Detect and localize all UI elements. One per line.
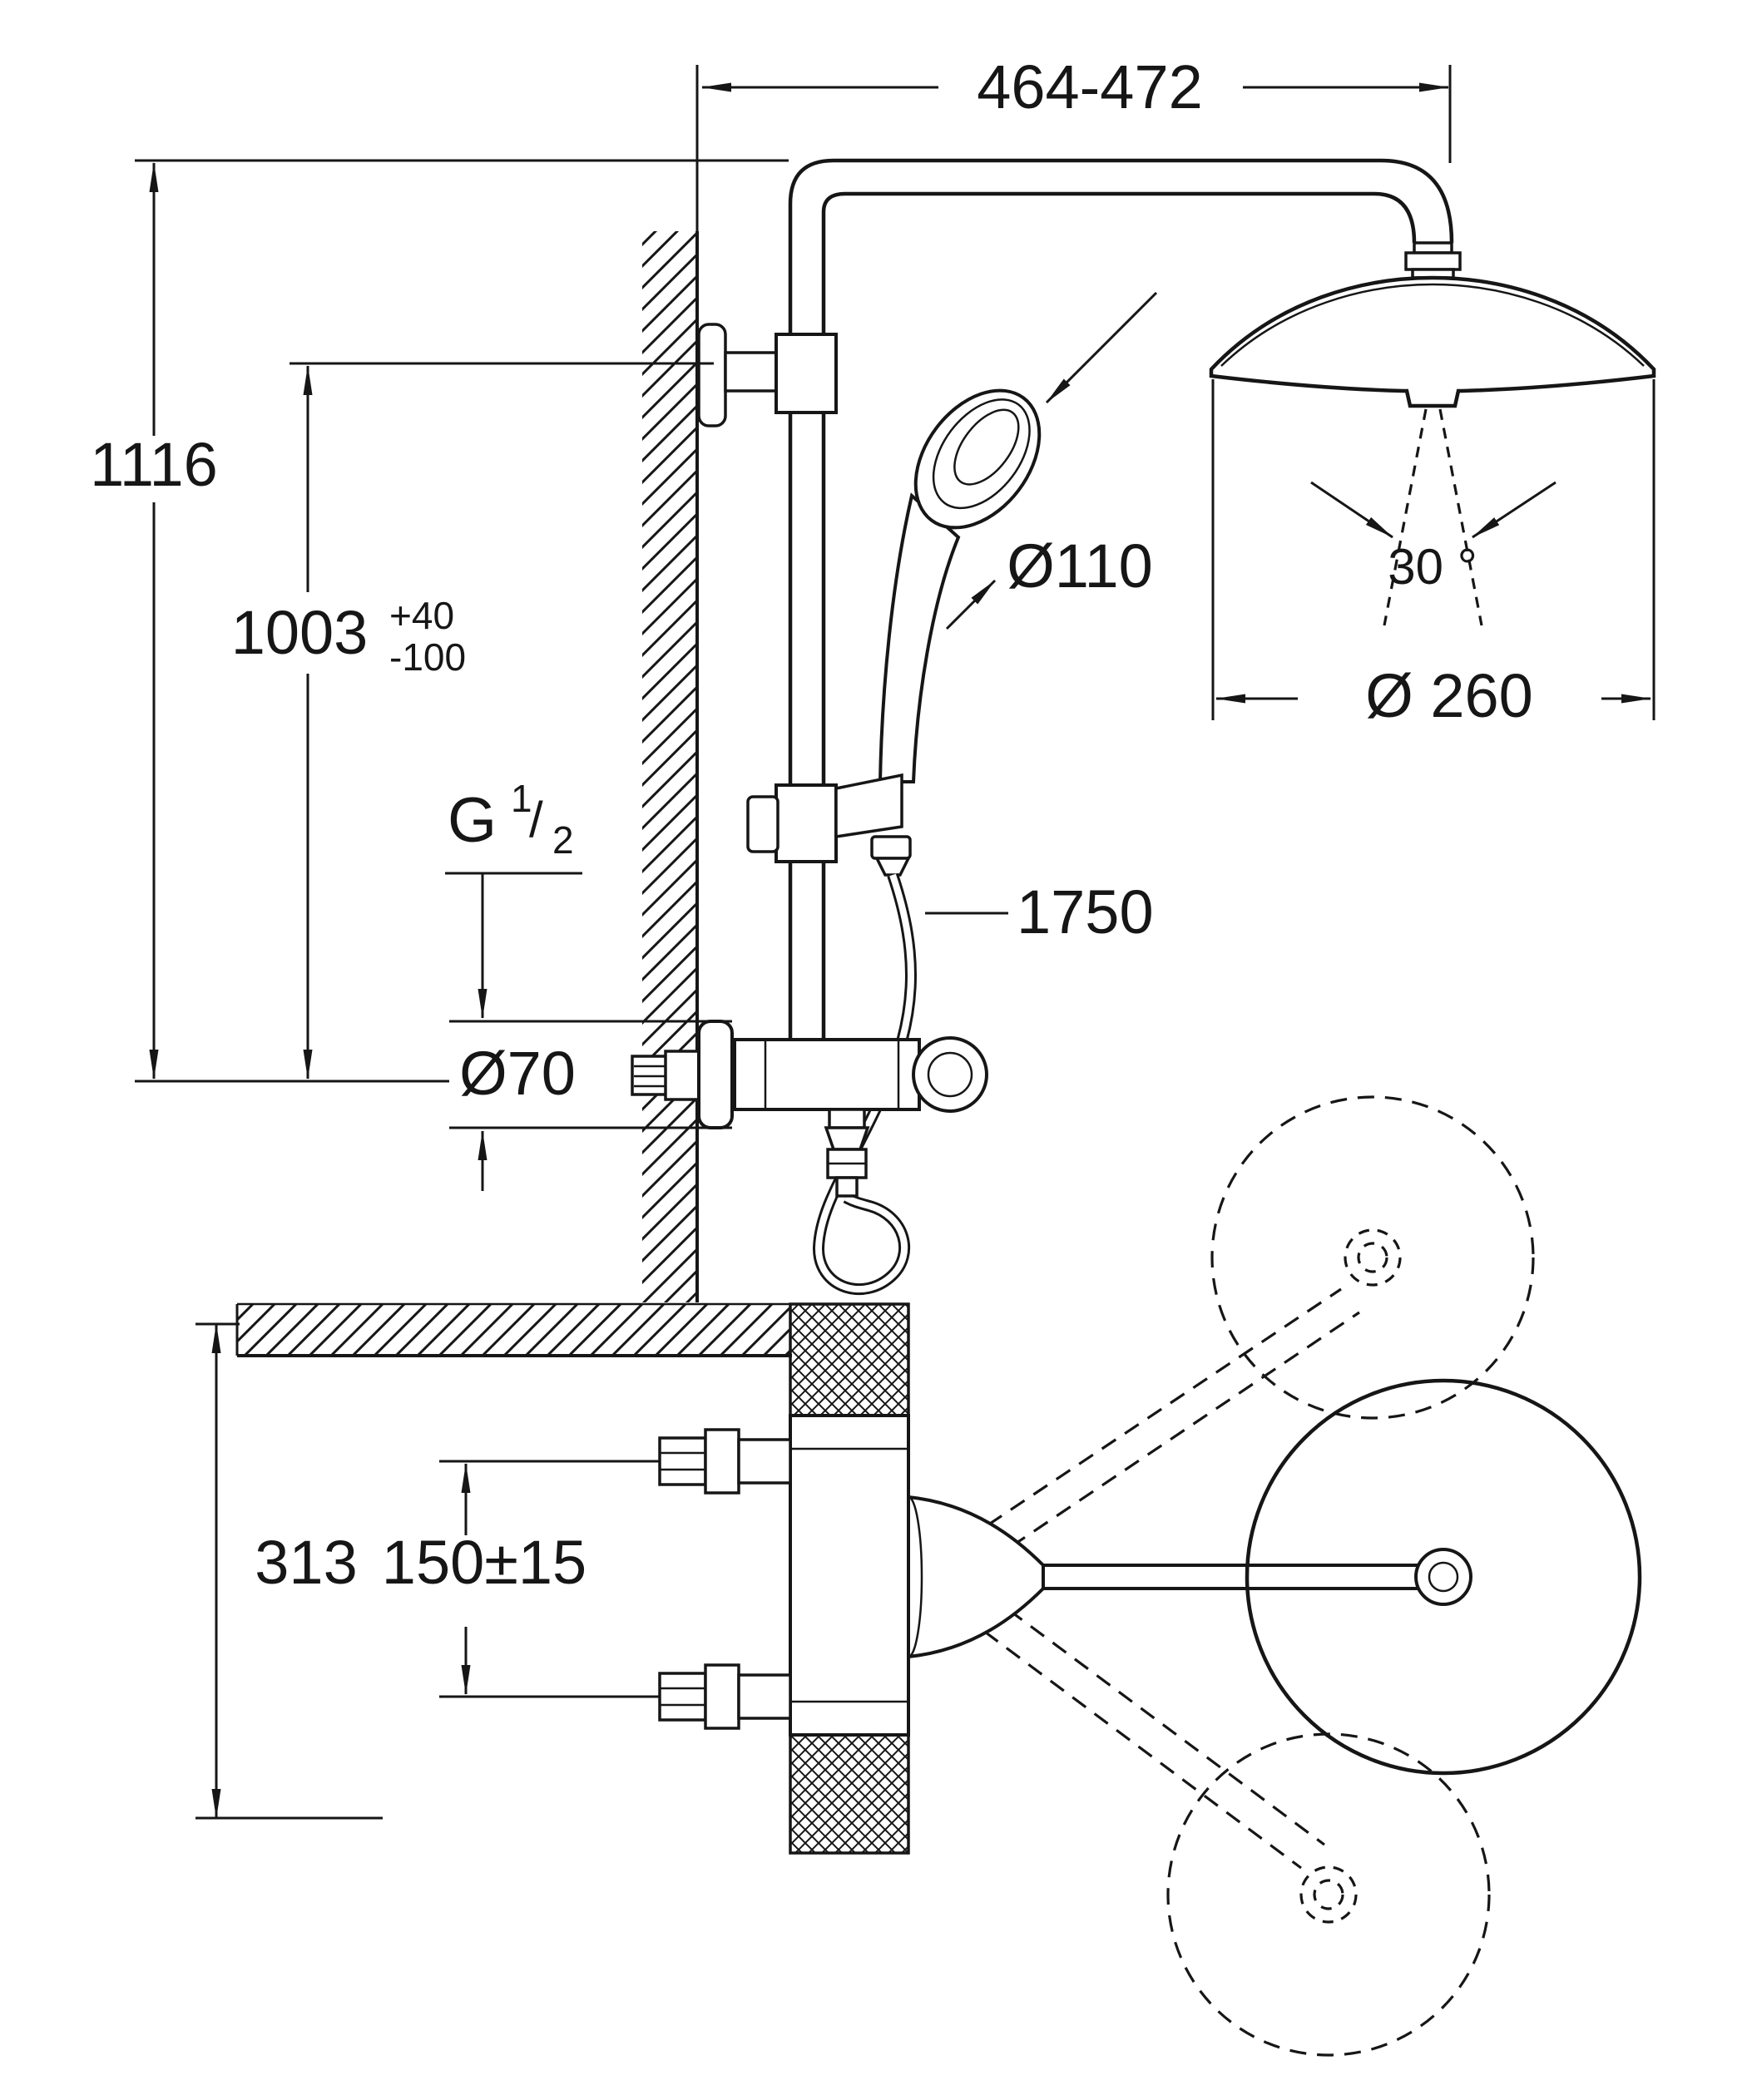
dim-escutcheon-diameter-label: Ø70	[459, 1039, 576, 1108]
valve-escutcheon	[697, 1020, 734, 1129]
valve-body-top	[789, 1414, 910, 1737]
hand-shower-handle	[878, 492, 961, 783]
valve-outlet	[828, 1108, 866, 1129]
dimension-hand-shower-diameter	[945, 291, 1158, 630]
rail-slider-holder	[746, 773, 912, 877]
dim-top-width-label: 464-472	[977, 52, 1203, 121]
dimension-thread-and-escutcheon	[445, 872, 732, 1191]
thermostat-valve-side	[631, 1020, 988, 1198]
hose-nut	[870, 835, 912, 860]
dim-supply-spacing-label: 150±15	[382, 1528, 586, 1597]
valve-handle	[912, 1036, 988, 1113]
dim-rail-tolerance-minus: -100	[389, 635, 466, 679]
dim-body-width-label: 313	[255, 1528, 357, 1597]
spray-angle-arrow-left	[1310, 481, 1393, 539]
wall-hatching	[642, 231, 697, 1302]
swivel-range-lower	[962, 1592, 1491, 2057]
dimension-rail-height	[290, 362, 714, 1080]
dimension-top-width	[695, 65, 1452, 235]
dim-hand-shower-diameter-label: Ø110	[1007, 531, 1153, 600]
hand-shower-outline	[913, 388, 1042, 530]
spray-angle-label: 30 °	[1388, 539, 1477, 595]
dim-rail-height-label: 1003	[231, 598, 369, 667]
head-shower-top-view	[893, 1378, 1642, 1776]
hand-shower-face-ring	[932, 398, 1031, 510]
tile-block-upper	[789, 1302, 910, 1417]
shower-rail-and-arm	[788, 158, 1454, 1041]
shower-arm-hub	[1414, 1548, 1472, 1606]
head-shower-side	[1209, 275, 1656, 408]
dimension-supply-spacing	[439, 1460, 660, 1698]
head-shower-outline	[1209, 275, 1656, 408]
hand-shower-face-inner-ring	[953, 408, 1020, 486]
spray-angle-indicator	[1310, 408, 1557, 626]
wall-section-side	[642, 231, 699, 1302]
dim-head-diameter-label: Ø 260	[1365, 661, 1533, 730]
dimension-labels: 464-472 1116 1003 +40 -100 G 1 / 2 Ø70 Ø…	[90, 52, 1533, 1597]
head-shower-rim-detail	[1220, 283, 1645, 367]
dimension-body-width	[195, 1322, 383, 1820]
supply-union-upper	[658, 1436, 707, 1486]
dimension-overall-height	[135, 159, 789, 1083]
swivel-circle-lower	[1166, 1732, 1491, 2057]
thread-denominator-label: 2	[552, 818, 574, 862]
head-shower-connector	[1404, 241, 1462, 279]
rail-wall-bracket	[697, 323, 838, 427]
valve-body	[733, 1038, 921, 1111]
thermostat-valve-top	[658, 1414, 910, 1737]
swivel-circle-upper	[1210, 1095, 1535, 1420]
wall-section-top	[235, 1302, 910, 1855]
arm-escutcheon-cone	[897, 1495, 1045, 1659]
thread-slash-label: /	[529, 792, 543, 847]
supply-union-lower	[658, 1672, 707, 1722]
wall-hatching-top	[237, 1304, 790, 1356]
rail-inner-line	[821, 191, 1417, 1041]
dim-rail-tolerance-plus: +40	[389, 594, 454, 637]
hand-shower-head	[913, 388, 1042, 530]
hand-shower-holder	[834, 773, 903, 839]
head-shower-circle	[1245, 1378, 1642, 1776]
dim-overall-height-label: 1116	[90, 430, 218, 499]
spray-angle-arrow-right	[1472, 481, 1557, 539]
rail-outer-line	[788, 158, 1454, 1041]
dimension-head-diameter	[1211, 379, 1655, 720]
thread-letter-label: G	[448, 785, 497, 856]
swivel-range-upper	[964, 1095, 1535, 1564]
thread-numerator-label: 1	[511, 777, 532, 820]
shower-hose	[812, 872, 917, 1295]
tile-block-lower	[789, 1733, 910, 1855]
hose-length-label: 1750	[1017, 877, 1154, 946]
